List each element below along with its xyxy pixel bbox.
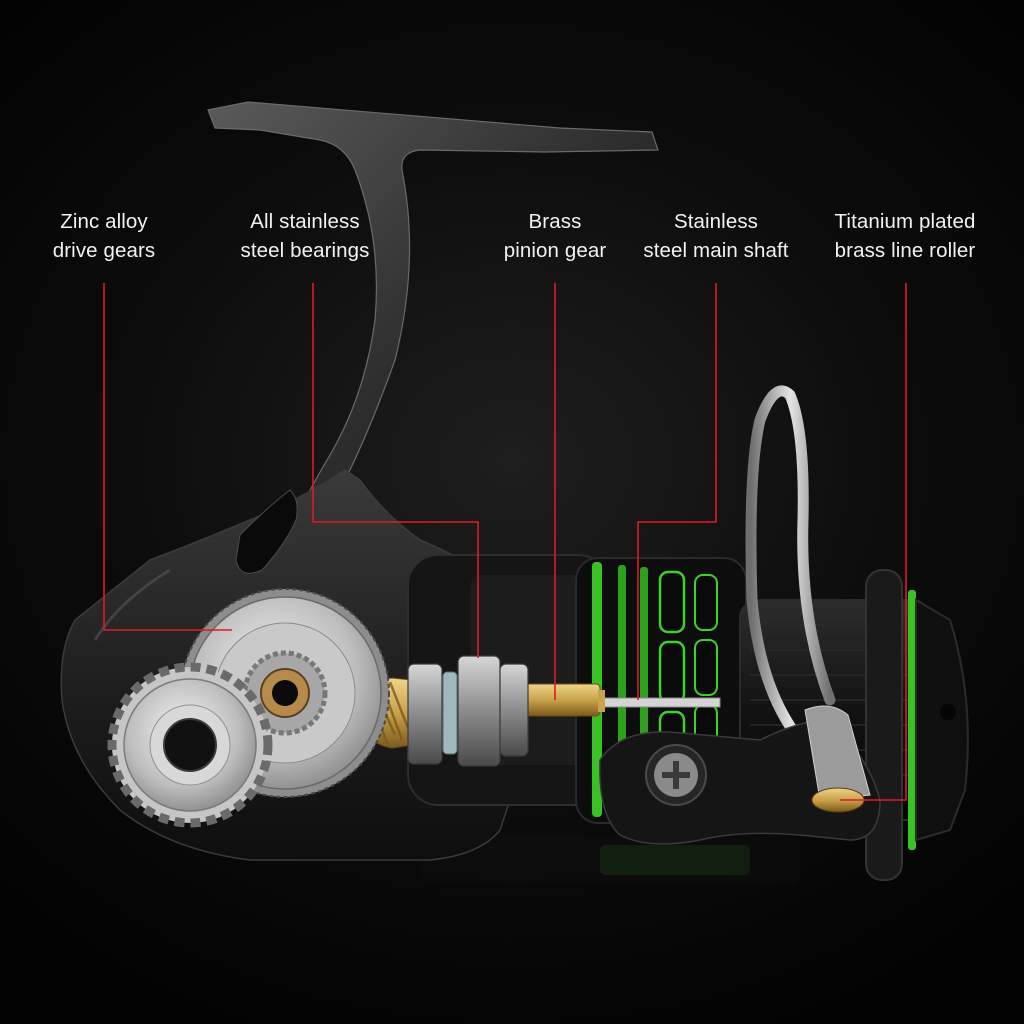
callout-line-roller-line2: brass line roller — [834, 239, 976, 262]
body-highlight — [93, 568, 171, 641]
callout-pinion-gear-line2: pinion gear — [503, 239, 607, 262]
callout-line-line-roller — [840, 283, 907, 801]
callout-line-roller-line1: Titanium plated — [834, 210, 976, 233]
callout-drive-gears-line1: Zinc alloy — [60, 210, 148, 233]
callout-line-main-shaft — [637, 283, 717, 700]
callout-bearings-line2: steel bearings — [240, 239, 370, 262]
bail-wire — [745, 385, 836, 746]
callout-drive-gears-line2: drive gears — [52, 239, 156, 262]
callout-lines — [103, 283, 907, 801]
bearings — [407, 655, 529, 767]
callout-line-roller: Titanium plated brass line roller — [835, 207, 976, 265]
callout-drive-gears: Zinc alloy drive gears — [53, 207, 156, 265]
callout-line-drive-gears — [103, 283, 232, 631]
reel-foot — [207, 101, 659, 562]
body-window — [235, 489, 298, 574]
callout-main-shaft-line1: Stainless — [673, 210, 759, 233]
callout-main-shaft-line2: steel main shaft — [643, 239, 789, 262]
callout-pinion-gear: Brass pinion gear — [504, 207, 607, 265]
reel-reflection — [420, 835, 800, 885]
callout-line-bearings — [312, 283, 479, 658]
callout-bearings: All stainless steel bearings — [240, 207, 369, 265]
callout-pinion-gear-line1: Brass — [528, 210, 582, 233]
bail-arm-silver — [804, 705, 871, 801]
drive-gear-small — [107, 662, 273, 828]
callout-bearings-line1: All stainless — [250, 210, 360, 233]
callout-main-shaft: Stainless steel main shaft — [643, 207, 788, 265]
